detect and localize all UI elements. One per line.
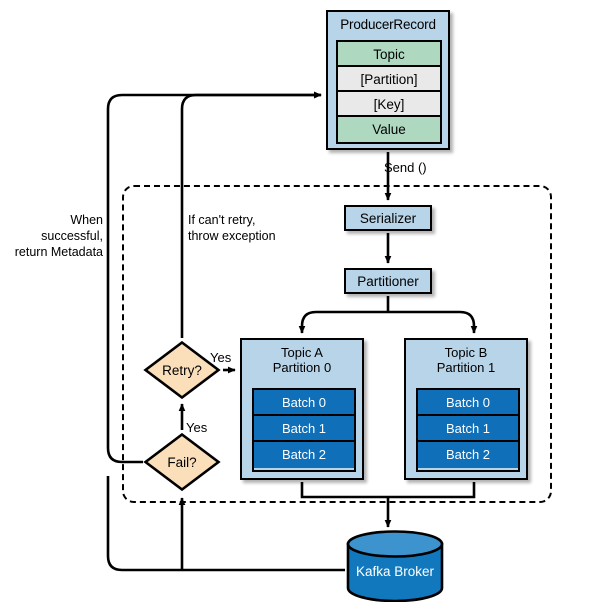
retry-yes-edge-label: Yes [210,350,232,365]
kafka-broker-label: Kafka Broker [355,564,435,579]
topic-b-batches: Batch 0 Batch 1 Batch 2 [416,388,520,472]
topic-b-batch-2[interactable]: Batch 2 [418,442,518,468]
success-note-line1: When successful, [41,213,103,243]
topic-a-batch-2[interactable]: Batch 2 [254,442,354,468]
diamond-shape-icon [143,340,221,400]
exception-note-line1: If can't retry, [188,213,256,227]
topic-b-batch-0[interactable]: Batch 0 [418,390,518,416]
topic-a-batch-0[interactable]: Batch 0 [254,390,354,416]
field-partition: [Partition] [338,67,440,92]
topic-b-title: Topic B Partition 1 [406,340,526,375]
exception-note-line2: throw exception [188,229,276,243]
producer-record-title: ProducerRecord [340,17,436,32]
send-edge-label: Send () [384,160,427,175]
field-topic: Topic [338,42,440,67]
topic-b-batch-1[interactable]: Batch 1 [418,416,518,442]
field-key: [Key] [338,92,440,117]
diamond-shape-icon [143,432,221,492]
success-note: When successful, return Metadata [8,212,103,260]
database-cylinder-icon [346,530,444,603]
topic-a-partition: Partition 0 [272,360,332,375]
retry-decision-node[interactable]: Retry? [143,340,221,400]
success-note-line2: return Metadata [14,245,103,259]
exception-note: If can't retry, throw exception [188,212,298,244]
edge-fail-to-record-success [106,91,322,464]
topic-a-batch-1[interactable]: Batch 1 [254,416,354,442]
edge-partitioner-to-topic-b [388,310,478,334]
topic-b-name: Topic B [444,345,488,360]
fail-decision-node[interactable]: Fail? [143,432,221,492]
partitioner-box[interactable]: Partitioner [344,268,432,294]
producer-boundary [122,185,552,503]
topic-a-name: Topic A [281,345,323,360]
topic-b-box[interactable]: Topic B Partition 1 Batch 0 Batch 1 Batc… [404,338,528,480]
edge-partitioner-to-topic-a [298,310,388,334]
topic-b-partition: Partition 1 [436,360,496,375]
topic-a-batches: Batch 0 Batch 1 Batch 2 [252,388,356,472]
retry-decision-label: Retry? [162,362,202,378]
fail-decision-label: Fail? [167,454,197,470]
topic-a-box[interactable]: Topic A Partition 0 Batch 0 Batch 1 Batc… [240,338,364,480]
edge-broker-to-left [106,476,345,572]
field-value: Value [338,117,440,142]
fail-yes-edge-label: Yes [186,420,208,435]
kafka-broker-node[interactable]: Kafka Broker [345,530,445,603]
producer-record-box[interactable]: ProducerRecord Topic [Partition] [Key] V… [326,10,450,150]
serializer-box[interactable]: Serializer [344,205,432,231]
topic-a-title: Topic A Partition 0 [242,340,362,375]
producer-record-fields: Topic [Partition] [Key] Value [336,40,442,144]
